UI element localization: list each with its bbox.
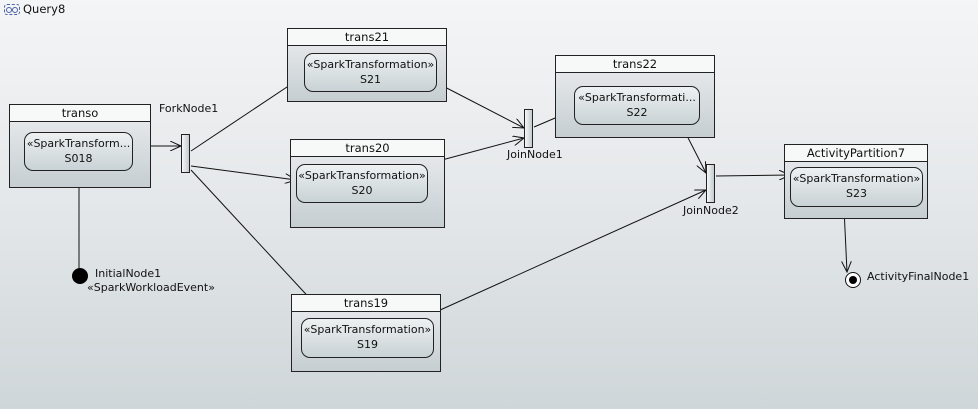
action-stereotype: «SparkTransformati...: [578, 91, 696, 104]
edge-join2-to-s23[interactable]: [715, 175, 790, 176]
edge-fork-to-s19[interactable]: [190, 169, 328, 318]
action-s21[interactable]: «SparkTransformation» S21: [304, 53, 437, 92]
action-name: S22: [626, 106, 648, 119]
partition-header: trans20: [291, 140, 444, 157]
partition-header: trans21: [288, 29, 446, 46]
partition-header: trans19: [292, 295, 440, 312]
action-s19[interactable]: «SparkTransformation» S19: [301, 318, 434, 358]
activity-final-node[interactable]: [845, 272, 861, 288]
join-node-1-label: JoinNode1: [507, 148, 563, 161]
action-s23[interactable]: «SparkTransformation» S23: [790, 167, 923, 207]
diagram-title-text: Query8: [23, 2, 66, 16]
action-stereotype: «SparkTransform...: [26, 137, 131, 150]
initial-node-label: InitialNode1: [95, 267, 162, 280]
join-node-2-bar[interactable]: [706, 164, 715, 203]
diagram-title: Query8: [4, 2, 65, 16]
action-stereotype: «SparkTransformation»: [792, 172, 921, 185]
initial-node[interactable]: [72, 268, 88, 284]
activity-diagram-icon: [4, 3, 20, 15]
action-s22[interactable]: «SparkTransformati... S22: [574, 86, 700, 125]
join-node-1-bar[interactable]: [524, 109, 533, 148]
initial-node-stereotype: «SparkWorkloadEvent»: [87, 281, 215, 294]
edge-fork-to-s20[interactable]: [190, 165, 296, 180]
partition-header: transo: [10, 105, 150, 122]
edge-s19-to-join2[interactable]: [417, 190, 706, 321]
action-stereotype: «SparkTransformation»: [298, 169, 426, 182]
action-name: S19: [357, 338, 378, 351]
join-node-2-label: JoinNode2: [683, 204, 739, 217]
action-stereotype: «SparkTransformation»: [306, 58, 435, 71]
action-name: S21: [360, 73, 381, 86]
fork-node-label: ForkNode1: [159, 102, 219, 115]
partition-header: trans22: [556, 56, 714, 73]
action-s20[interactable]: «SparkTransformation» S20: [296, 164, 428, 203]
action-name: S23: [846, 187, 867, 200]
edge-fork-to-s21[interactable]: [190, 75, 305, 152]
action-name: S20: [351, 184, 373, 197]
action-name: S018: [64, 152, 93, 165]
edge-s21-to-join1[interactable]: [436, 82, 524, 128]
activity-final-node-label: ActivityFinalNode1: [867, 270, 970, 283]
action-s018[interactable]: «SparkTransform... S018: [24, 132, 133, 171]
fork-node-bar[interactable]: [181, 134, 190, 173]
partition-header: ActivityPartition7: [785, 145, 927, 162]
action-stereotype: «SparkTransformation»: [303, 323, 432, 336]
partition-trans20[interactable]: trans20: [290, 139, 445, 228]
